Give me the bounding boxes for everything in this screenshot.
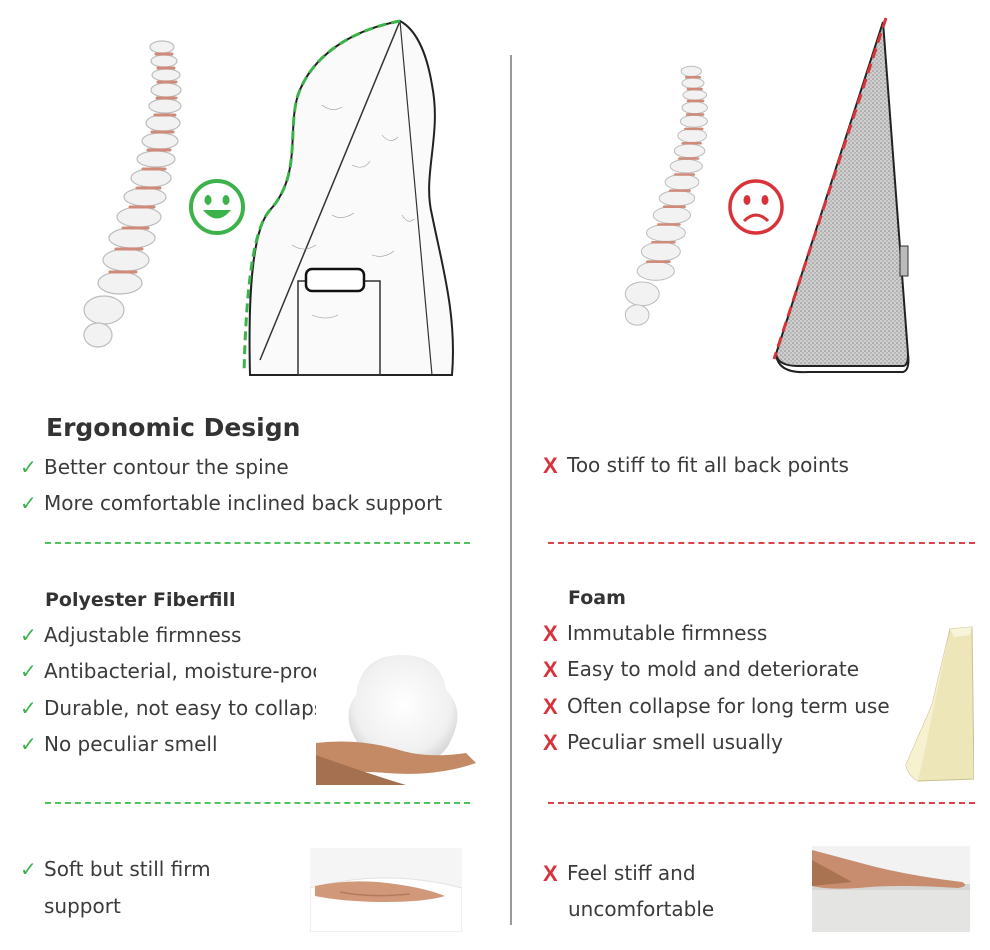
spine-illustration (624, 65, 708, 326)
hand-on-pillow-photo (310, 848, 462, 932)
section-separator (548, 802, 975, 804)
fill-point: X Peculiar smell usually (543, 724, 783, 761)
check-icon: ✓ (20, 455, 37, 479)
cross-icon: X (543, 621, 558, 646)
cross-icon: X (543, 861, 558, 886)
fill-point: ✓ Durable, not easy to collapse (20, 690, 337, 727)
sad-face-icon (728, 179, 784, 235)
cross-icon: X (543, 694, 558, 719)
center-divider (510, 55, 512, 925)
fill-point: ✓ No peculiar smell (20, 726, 218, 763)
feel-point-continued: support (44, 894, 121, 918)
section-separator (45, 802, 470, 804)
section-separator (45, 542, 470, 544)
fill-point: ✓ Antibacterial, moisture-proof (20, 653, 332, 690)
polyester-fiberfill-heading: Polyester Fiberfill (45, 589, 236, 611)
check-icon: ✓ (20, 696, 37, 720)
check-icon: ✓ (20, 659, 37, 683)
cross-icon: X (543, 453, 558, 478)
fill-point: X Easy to mold and deteriorate (543, 651, 859, 688)
left-column: Ergonomic Design ✓ Better contour the sp… (0, 0, 476, 950)
ergonomic-pillow-illustration (242, 19, 454, 376)
feel-point: X Feel stiff and (543, 855, 696, 892)
cross-icon: X (543, 730, 558, 755)
spine-illustration (83, 40, 182, 348)
fiberfill-in-hand-photo (316, 635, 476, 785)
hand-on-foam-photo (812, 846, 970, 932)
right-column: X Too stiff to fit all back points Foam … (520, 0, 990, 950)
fill-point: X Immutable firmness (543, 615, 767, 652)
foam-heading: Foam (568, 587, 626, 609)
wedge-pillow-illustration (772, 17, 910, 374)
design-point: ✓ Better contour the spine (20, 449, 289, 486)
foam-wedge-photo (905, 626, 974, 782)
section-separator (548, 542, 975, 544)
cross-icon: X (543, 657, 558, 682)
feel-point: ✓ Soft but still firm (20, 851, 211, 888)
check-icon: ✓ (20, 623, 37, 647)
feel-point-continued: uncomfortable (568, 897, 715, 921)
fill-point: ✓ Adjustable firmness (20, 617, 241, 654)
fill-point: X Often collapse for long term use (543, 688, 890, 725)
design-point: ✓ More comfortable inclined back support (20, 485, 442, 522)
check-icon: ✓ (20, 732, 37, 756)
check-icon: ✓ (20, 857, 37, 881)
check-icon: ✓ (20, 491, 37, 515)
design-point: X Too stiff to fit all back points (543, 447, 849, 484)
smiley-face-icon (189, 179, 245, 235)
ergonomic-design-heading: Ergonomic Design (46, 413, 301, 442)
